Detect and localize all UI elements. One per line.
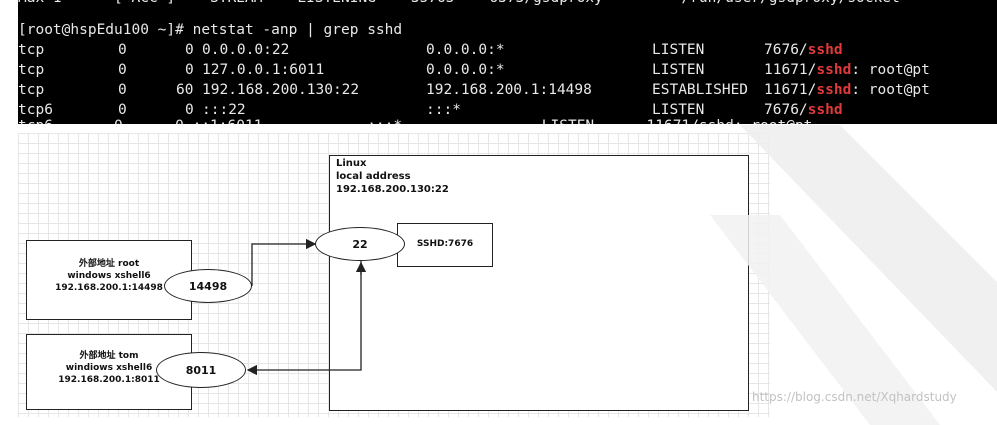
foreign-cell: :::* [426, 102, 461, 118]
terminal-cut-line: tcp6 0 0 ::1:6011 :::* LISTEN 11671/sshd… [18, 116, 812, 124]
connection-arrows [246, 238, 367, 376]
client-tom-line1: 外部地址 tom [79, 351, 139, 361]
extra-text: : root@pt [851, 82, 930, 98]
prog-text: sshd [816, 82, 852, 98]
pid-text: 11671/ [764, 82, 817, 98]
linux-label: Linux local address 192.168.200.130:22 [336, 157, 449, 196]
proto-cell: tcp6 [18, 102, 53, 118]
arrow-22-to-8011 [246, 261, 362, 376]
client-tom-label: 外部地址 tom windiows xshell6 192.168.200.1:… [26, 350, 192, 386]
pid-text: 7676/ [764, 42, 808, 58]
port-22-label: 22 [352, 237, 368, 251]
proto-cell: tcp [18, 42, 45, 58]
foreign-cell: 0.0.0.0:* [426, 62, 505, 78]
sendq-cell: 0 [185, 62, 194, 78]
terminal-top-line: Max 1 [ ACC ] STREAM LISTENING 35765 637… [18, 0, 900, 8]
client-root-line2: windows xshell6 [67, 271, 151, 281]
local-cell: 0.0.0.0:22 [202, 42, 290, 58]
port-22-ellipse: 22 [315, 227, 405, 261]
sendq-cell: 60 [176, 82, 194, 98]
terminal-prompt: [root@hspEdu100 ~]# netstat -anp | grep … [18, 22, 403, 38]
client-root-box [26, 240, 192, 320]
state-cell: LISTEN [652, 102, 705, 118]
watermark-text: https://blog.csdn.net/Xqhardstudy [752, 390, 957, 404]
table-row: tcp 0 0 127.0.0.1:6011 0.0.0.0:* LISTEN … [18, 60, 930, 80]
client-root-label: 外部地址 root windows xshell6 192.168.200.1:… [26, 258, 192, 294]
prog-text: sshd [807, 102, 843, 118]
pid-cell: 11671/sshd: root@pt [764, 80, 930, 100]
recvq-cell: 0 [118, 62, 127, 78]
local-cell: 192.168.200.130:22 [202, 82, 360, 98]
sendq-cell: 0 [185, 42, 194, 58]
proto-cell: tcp [18, 62, 45, 78]
sshd-box [397, 223, 493, 267]
network-diagram: Linux local address 192.168.200.130:22 S… [18, 133, 997, 417]
table-row: tcp 0 0 0.0.0.0:22 0.0.0.0:* LISTEN 7676… [18, 40, 843, 60]
sendq-cell: 0 [185, 102, 194, 118]
client-root-line1: 外部地址 root [78, 259, 140, 269]
prog-text: sshd [807, 42, 843, 58]
pid-text: 11671/ [764, 62, 817, 78]
linux-address: 192.168.200.130:22 [336, 184, 449, 195]
table-row: tcp6 0 0 :::22 :::* LISTEN 7676/sshd [18, 100, 843, 120]
foreign-cell: 0.0.0.0:* [426, 42, 505, 58]
port-8011-label: 8011 [185, 363, 217, 377]
linux-title: Linux [336, 158, 367, 169]
state-cell: LISTEN [652, 42, 705, 58]
table-row: tcp 0 60 192.168.200.130:22 192.168.200.… [18, 80, 930, 100]
local-cell: 127.0.0.1:6011 [202, 62, 325, 78]
port-8011-ellipse: 8011 [156, 352, 246, 388]
proto-cell: tcp [18, 82, 45, 98]
recvq-cell: 0 [118, 102, 127, 118]
prog-text: sshd [816, 62, 852, 78]
pid-cell: 7676/sshd [764, 100, 843, 120]
client-root-line3: 192.168.200.1:14498 [55, 283, 163, 293]
recvq-cell: 0 [118, 82, 127, 98]
terminal-window[interactable]: Max 1 [ ACC ] STREAM LISTENING 35765 637… [18, 0, 997, 124]
client-tom-line2: windiows xshell6 [65, 363, 153, 373]
extra-text: : root@pt [851, 62, 930, 78]
linux-subtitle: local address [336, 171, 411, 182]
state-cell: LISTEN [652, 62, 705, 78]
linux-box [329, 155, 749, 411]
pid-cell: 7676/sshd [764, 40, 843, 60]
sshd-label: SSHD:7676 [416, 239, 474, 249]
port-14498-label: 14498 [188, 279, 228, 293]
pid-text: 7676/ [764, 102, 808, 118]
local-cell: :::22 [202, 102, 246, 118]
state-cell: ESTABLISHED [652, 82, 749, 98]
foreign-cell: 192.168.200.1:14498 [426, 82, 592, 98]
arrow-14498-to-22 [251, 238, 317, 286]
recvq-cell: 0 [118, 42, 127, 58]
client-tom-line3: 192.168.200.1:8011 [58, 375, 160, 385]
pid-cell: 11671/sshd: root@pt [764, 60, 930, 80]
port-14498-ellipse: 14498 [164, 269, 252, 303]
